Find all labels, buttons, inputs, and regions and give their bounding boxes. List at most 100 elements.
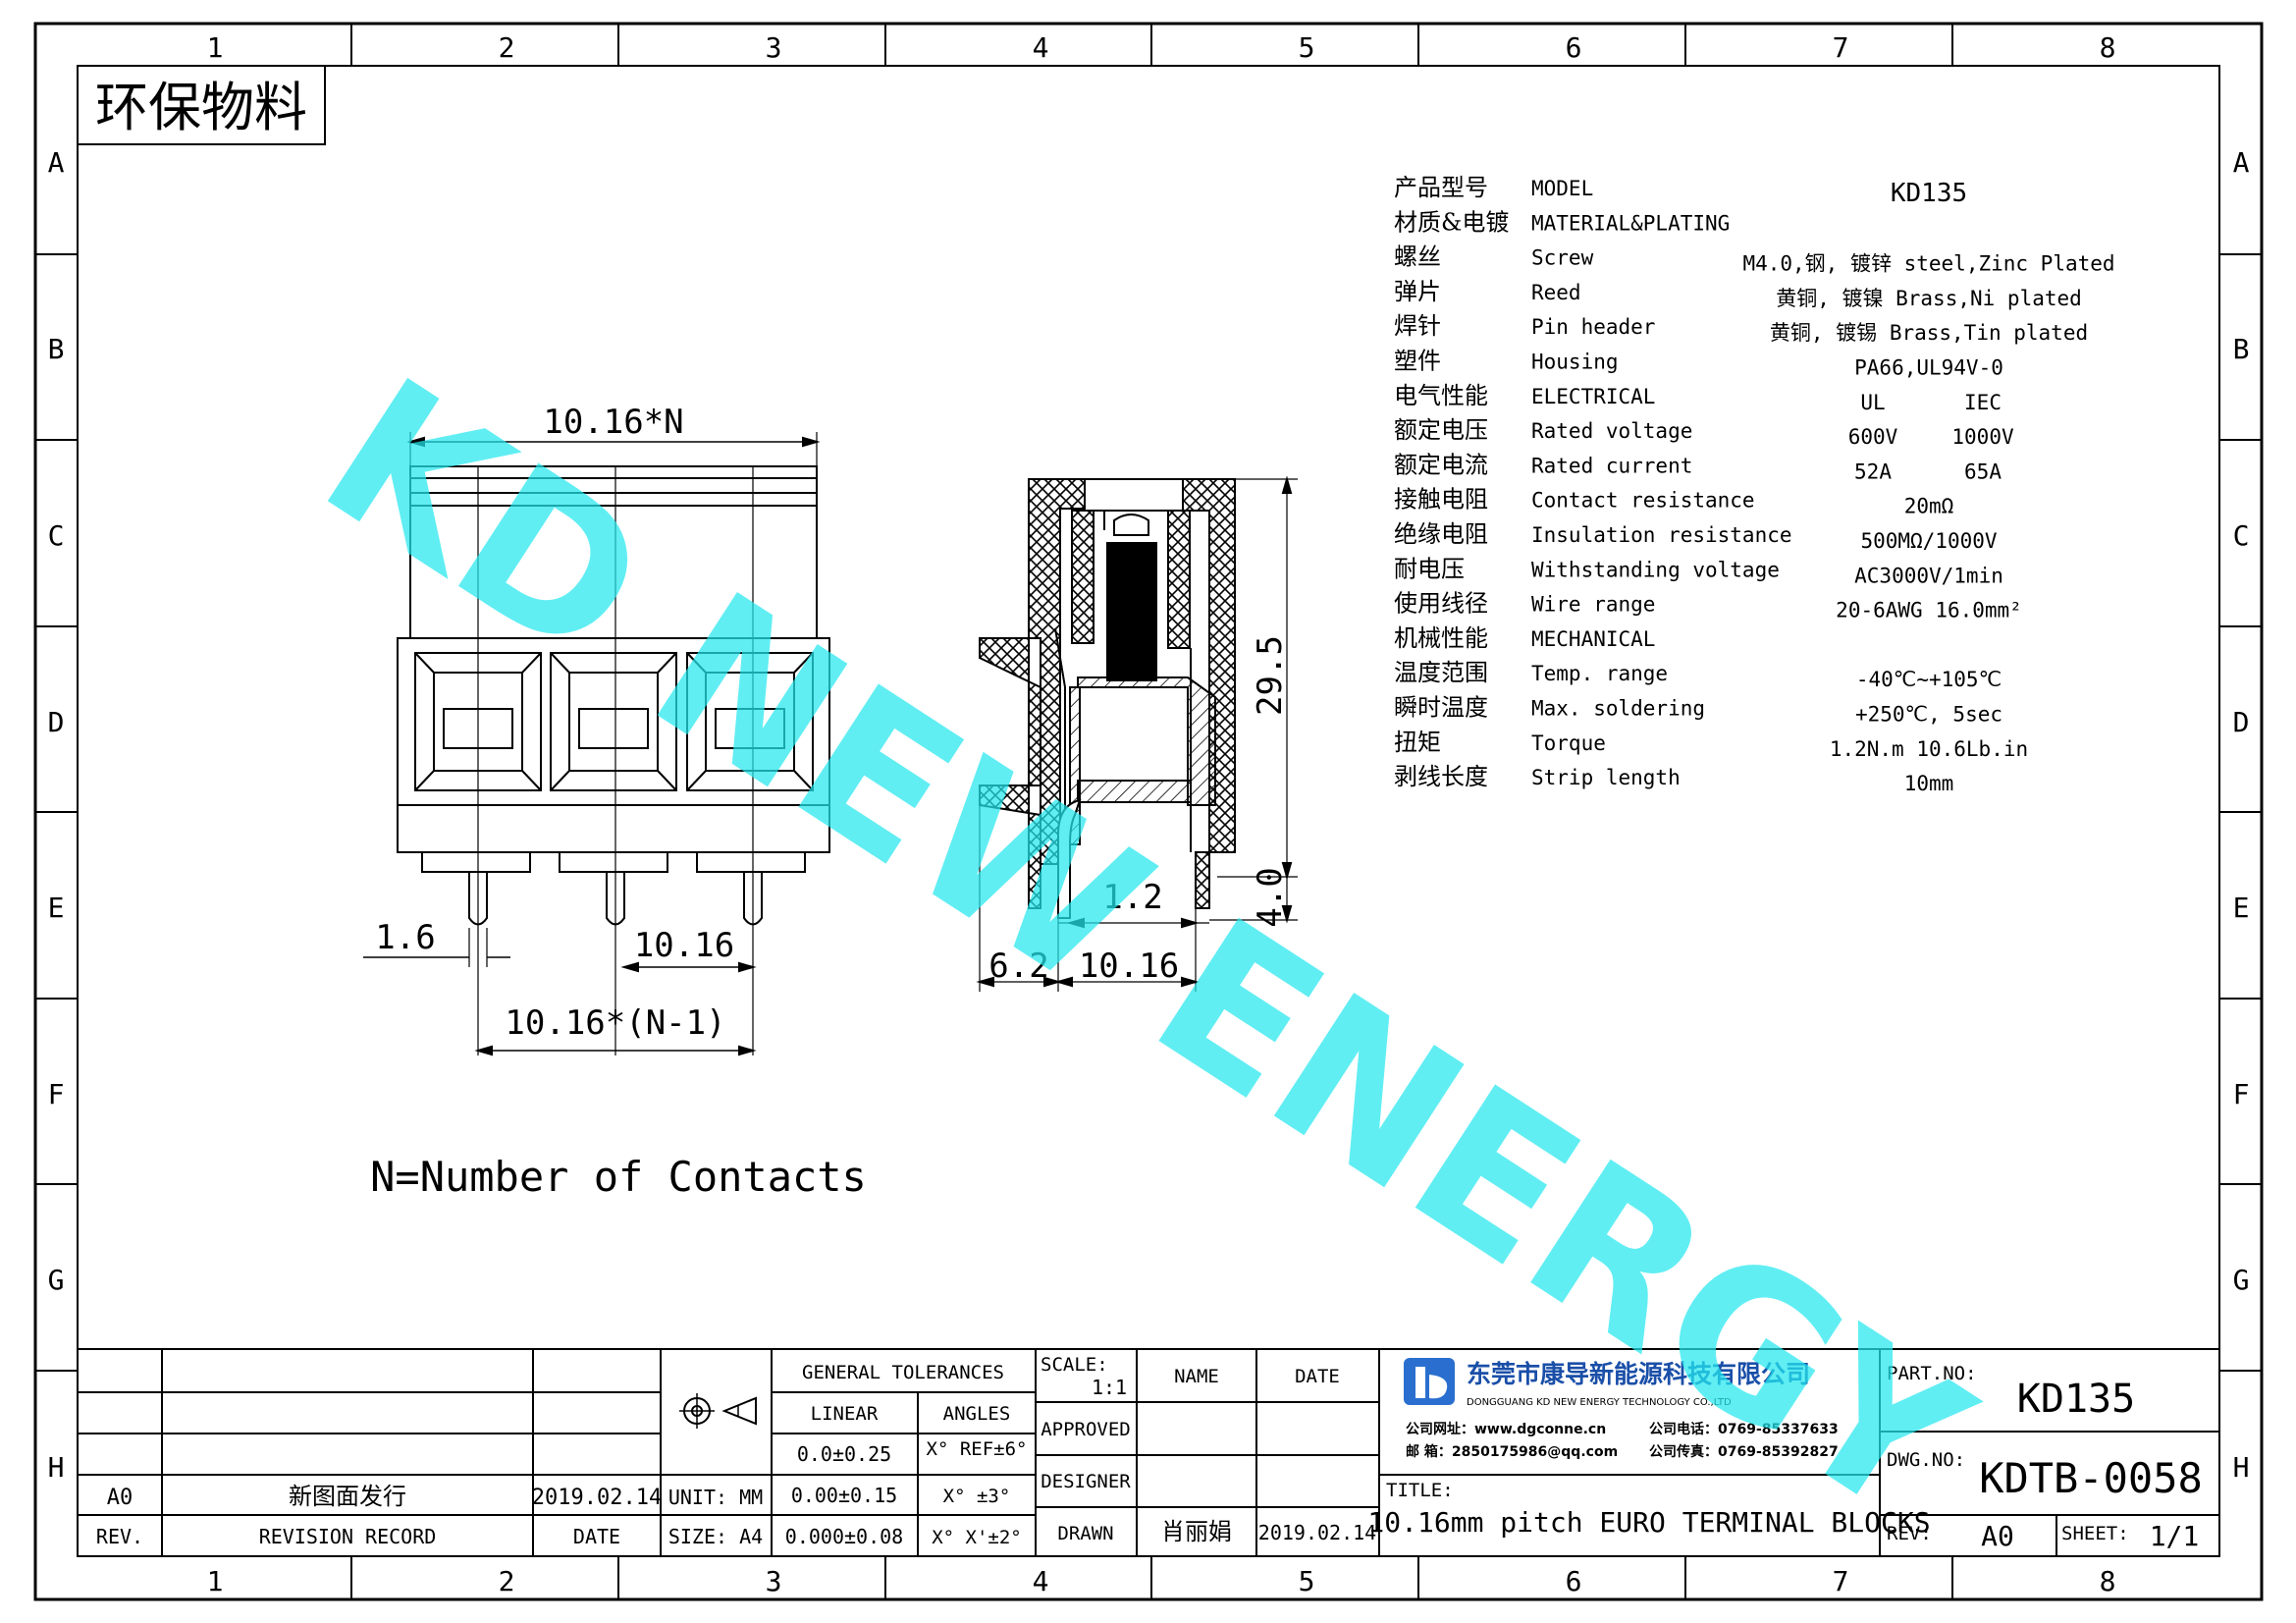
spec-value: 10mm: [1904, 772, 1954, 795]
spec-value-ul: UL: [1860, 391, 1885, 414]
company-fax: 公司传真：0769-85392827: [1649, 1443, 1839, 1460]
rev-label: REV:: [1887, 1523, 1932, 1544]
spec-value: 20mΩ: [1904, 495, 1954, 518]
spec-value: KD135: [1891, 179, 1967, 208]
spec-en-label: Rated current: [1531, 454, 1692, 477]
column-label: 7: [1833, 31, 1849, 64]
spec-en-label: Screw: [1531, 246, 1594, 270]
spec-en-label: Torque: [1531, 731, 1606, 755]
column-label: 6: [1566, 1565, 1582, 1597]
size-label: SIZE: A4: [668, 1525, 763, 1548]
spec-en-label: Wire range: [1531, 593, 1655, 617]
svg-text:环保物料: 环保物料: [95, 77, 307, 138]
row-label: H: [48, 1451, 65, 1484]
title-block-text: A0 新图面发行 2019.02.14 REV. REVISION RECORD…: [96, 1354, 2203, 1552]
dim-side-pitch: 10.16: [1079, 947, 1179, 986]
spec-cn-label: 塑件: [1394, 348, 1441, 375]
row-label: F: [2233, 1078, 2250, 1110]
linear-tol-2: 0.00±0.15: [791, 1484, 897, 1507]
column-label: 3: [766, 31, 782, 64]
spec-value: 500MΩ/1000V: [1860, 529, 1997, 553]
dwg-no-label: DWG.NO:: [1887, 1449, 1965, 1471]
front-view: [363, 432, 830, 1056]
spec-value-iec: 1000V: [1951, 425, 2014, 449]
spec-cn-label: 额定电压: [1394, 416, 1488, 444]
dim-total-width: 10.16*N: [543, 403, 683, 442]
column-label: 4: [1033, 1565, 1049, 1597]
rev-header: REV.: [96, 1525, 143, 1548]
revision-record-header: REVISION RECORD: [259, 1525, 437, 1548]
spec-cn-label: 弹片: [1394, 278, 1441, 305]
scale-label: SCALE:: [1041, 1354, 1108, 1376]
spec-cn-label: 材质&电镀: [1394, 208, 1509, 236]
column-label: 8: [2100, 31, 2116, 64]
angles-header: ANGLES: [943, 1403, 1011, 1425]
column-label: 4: [1033, 31, 1049, 64]
sheet-label: SHEET:: [2061, 1523, 2129, 1544]
spec-cn-label: 剥线长度: [1394, 763, 1488, 790]
row-label: F: [48, 1078, 65, 1110]
linear-tol-1: 0.0±0.25: [797, 1442, 891, 1466]
spec-cn-label: 耐电压: [1394, 555, 1465, 582]
spec-en-label: MODEL: [1531, 177, 1593, 200]
spec-row: 额定电流 Rated current 52A 65A: [1394, 451, 2002, 483]
dim-pitch: 10.16: [634, 926, 734, 965]
spec-cn-label: 瞬时温度: [1394, 694, 1488, 722]
designer-label: DESIGNER: [1041, 1471, 1131, 1492]
part-no-label: PART.NO:: [1887, 1363, 1977, 1384]
drawing-title: 10.16mm pitch EURO TERMINAL BLOCKS: [1367, 1506, 1930, 1539]
spec-row: 耐电压 Withstanding voltage AC3000V/1min: [1394, 555, 2003, 587]
company-email: 邮 箱：2850175986@qq.com: [1406, 1443, 1618, 1460]
column-label: 2: [499, 31, 515, 64]
spec-value-iec: 65A: [1964, 460, 2002, 483]
spec-cn-label: 额定电流: [1394, 451, 1488, 478]
column-label: 5: [1299, 1565, 1315, 1597]
spec-cn-label: 机械性能: [1394, 624, 1488, 652]
linear-header: LINEAR: [811, 1403, 879, 1425]
drawn-name: 肖丽娟: [1161, 1518, 1232, 1545]
row-label: H: [2233, 1451, 2250, 1484]
angle-tol-3: X° X'±2°: [932, 1527, 1022, 1548]
dim-offset: 6.2: [988, 947, 1048, 986]
spec-en-label: MATERIAL&PLATING: [1531, 211, 1730, 235]
spec-cn-label: 接触电阻: [1394, 486, 1488, 514]
sheet-value: 1/1: [2150, 1520, 2200, 1552]
drawn-label: DRAWN: [1057, 1523, 1113, 1544]
general-tolerances: GENERAL TOLERANCES: [802, 1362, 1004, 1383]
company-phone: 公司电话：0769-85337633: [1649, 1421, 1839, 1437]
spec-row: 机械性能 MECHANICAL: [1394, 624, 1655, 652]
spec-en-label: MECHANICAL: [1531, 627, 1655, 651]
column-label: 1: [207, 31, 224, 64]
spec-value-ul: 600V: [1848, 425, 1898, 449]
spec-cn-label: 绝缘电阻: [1394, 520, 1488, 548]
spec-value: +250℃, 5sec: [1855, 703, 2002, 727]
company-name-en: DONGGUANG KD NEW ENERGY TECHNOLOGY CO.,L…: [1467, 1397, 1732, 1408]
column-label: 2: [499, 1565, 515, 1597]
rev-value-row: A0: [107, 1486, 133, 1510]
revision-record-entry: 新图面发行: [289, 1483, 406, 1510]
part-no-value: KD135: [2017, 1377, 2135, 1422]
date-header: DATE: [573, 1525, 620, 1548]
spec-en-label: Withstanding voltage: [1531, 558, 1780, 581]
spec-en-label: Reed: [1531, 281, 1581, 304]
name-header: NAME: [1174, 1366, 1219, 1387]
note-contacts: N=Number of Contacts: [370, 1153, 867, 1201]
side-view: [976, 475, 1298, 992]
spec-en-label: Max. soldering: [1531, 697, 1705, 721]
dim-pin-width: 1.6: [375, 918, 435, 957]
date-column-header: DATE: [1295, 1366, 1340, 1387]
row-label: C: [2233, 519, 2250, 552]
spec-value: AC3000V/1min: [1854, 564, 2003, 587]
column-label: 8: [2100, 1565, 2116, 1597]
company-website: 公司网址：www.dgconne.cn: [1406, 1421, 1606, 1437]
spec-value: M4.0,钢, 镀锌 steel,Zinc Plated: [1742, 252, 2114, 276]
spec-value-ul: 52A: [1854, 460, 1892, 483]
